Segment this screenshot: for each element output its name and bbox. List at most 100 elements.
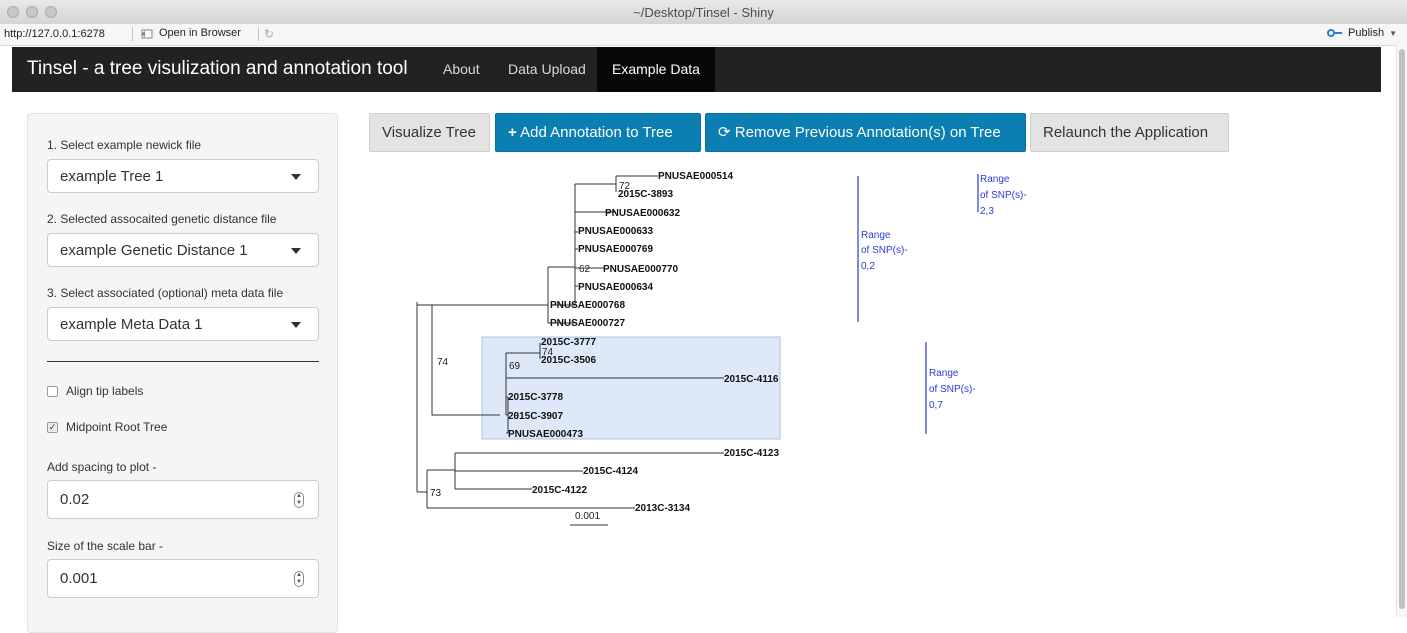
bootstrap-value: 23 (508, 411, 520, 422)
tip-label: 2015C-3893 (618, 189, 673, 200)
bootstrap-value: 62 (579, 264, 591, 275)
annotation-label: 0,7 (929, 400, 943, 411)
clade-highlight (481, 336, 781, 440)
close-window-button[interactable] (7, 6, 19, 18)
tip-label: PNUSAE000632 (605, 208, 680, 219)
add-annotation-label: Add Annotation to Tree (520, 124, 673, 141)
annotation-label: of SNP(s)- (980, 190, 1027, 201)
tip-label: PNUSAE000770 (603, 264, 678, 275)
bootstrap-value: 74 (437, 357, 449, 368)
open-in-browser-button[interactable]: Open in Browser (140, 27, 241, 39)
scale-bar-input[interactable]: 0.001 ▲▼ (47, 559, 319, 598)
scale-bar-label: 0.001 (575, 511, 600, 522)
toolbar-divider (258, 27, 259, 41)
tip-label: 2013C-3134 (635, 503, 690, 514)
scale-bar-label: Size of the scale bar - (47, 539, 164, 553)
chevron-down-icon: ▼ (1389, 28, 1397, 38)
align-tip-labels-checkbox[interactable]: Align tip labels (47, 384, 143, 398)
annotation-label: Range (980, 174, 1010, 185)
meta-data-value: example Meta Data 1 (60, 316, 203, 333)
annotation-label: Range (861, 230, 891, 241)
app-brand[interactable]: Tinsel - a tree visulization and annotat… (27, 58, 408, 79)
bootstrap-value: 69 (509, 361, 521, 372)
bootstrap-value: 73 (430, 488, 442, 499)
tree-plot: PNUSAE000514 2015C-3893 PNUSAE000632 PNU… (380, 162, 1100, 534)
tip-label: PNUSAE000633 (578, 226, 653, 237)
sidebar-panel: 1. Select example newick file example Tr… (27, 113, 338, 633)
remove-annotation-button[interactable]: ⟳ Remove Previous Annotation(s) on Tree (705, 113, 1026, 152)
tab-data-upload[interactable]: Data Upload (508, 61, 586, 77)
page-scrollbar[interactable] (1396, 45, 1407, 617)
visualize-tree-button[interactable]: Visualize Tree (369, 113, 490, 152)
minimize-window-button[interactable] (26, 6, 38, 18)
tip-label: PNUSAE000727 (550, 318, 625, 329)
tree-branches (416, 175, 724, 526)
viewer-toolbar: http://127.0.0.1:6278 Open in Browser ↻ … (0, 24, 1407, 46)
checkmark-icon[interactable]: ✓ (47, 421, 58, 433)
tip-label: 2015C-3506 (541, 355, 596, 366)
tip-label: 2015C-4116 (724, 374, 779, 385)
annotation-label: of SNP(s)- (861, 245, 908, 256)
stepper-icon[interactable]: ▲▼ (294, 571, 304, 587)
newick-file-select[interactable]: example Tree 1 (47, 159, 319, 193)
annotation-bars (857, 174, 979, 434)
tip-label: PNUSAE000473 (508, 429, 583, 440)
annotation-label: Range (929, 368, 959, 379)
sidebar-divider (47, 361, 319, 362)
publish-icon (1327, 29, 1342, 37)
genetic-distance-label: 2. Selected assocaited genetic distance … (47, 212, 277, 226)
newick-file-label: 1. Select example newick file (47, 138, 202, 152)
annotation-labels: Range of SNP(s)- 2,3 Range of SNP(s)- 0,… (861, 174, 1027, 411)
publish-button[interactable]: Publish ▼ (1327, 27, 1397, 39)
toolbar-divider (132, 27, 133, 41)
relaunch-label: Relaunch the Application (1043, 124, 1209, 141)
newick-file-value: example Tree 1 (60, 168, 164, 185)
tip-label: 2015C-3907 (508, 411, 563, 422)
scrollbar-thumb[interactable] (1399, 49, 1405, 609)
tree-svg: PNUSAE000514 2015C-3893 PNUSAE000632 PNU… (416, 171, 1027, 526)
stepper-icon[interactable]: ▲▼ (294, 492, 304, 508)
refresh-icon[interactable]: ↻ (264, 27, 275, 41)
spacing-value: 0.02 (60, 491, 90, 508)
relaunch-button[interactable]: Relaunch the Application (1030, 113, 1229, 152)
tip-label: 2015C-4122 (532, 485, 587, 496)
midpoint-root-checkbox[interactable]: ✓ Midpoint Root Tree (47, 420, 167, 434)
open-in-browser-label: Open in Browser (159, 27, 241, 39)
align-tip-labels-label: Align tip labels (66, 384, 144, 398)
refresh-icon: ⟳ (718, 124, 731, 141)
navbar: Tinsel - a tree visulization and annotat… (12, 47, 1381, 92)
bootstrap-value: 74 (542, 347, 554, 358)
chevron-down-icon (291, 322, 301, 328)
spacing-input[interactable]: 0.02 ▲▼ (47, 480, 319, 519)
annotation-label: of SNP(s)- (929, 384, 976, 395)
visualize-tree-label: Visualize Tree (382, 124, 476, 141)
bootstrap-labels: 72 62 74 69 74 73 23 0.001 (430, 181, 631, 522)
tab-example-data[interactable]: Example Data (597, 47, 715, 92)
tip-label: 2015C-4124 (583, 466, 638, 477)
meta-data-label: 3. Select associated (optional) meta dat… (47, 286, 284, 300)
tip-label: PNUSAE000769 (578, 244, 653, 255)
plus-icon: + (508, 124, 517, 141)
tip-label: PNUSAE000514 (658, 171, 733, 182)
remove-annotation-label: Remove Previous Annotation(s) on Tree (734, 124, 1001, 141)
add-annotation-button[interactable]: + Add Annotation to Tree (495, 113, 701, 152)
checkbox-icon[interactable] (47, 385, 58, 397)
tab-about[interactable]: About (443, 61, 480, 77)
tip-labels: PNUSAE000514 2015C-3893 PNUSAE000632 PNU… (508, 171, 779, 514)
midpoint-root-label: Midpoint Root Tree (66, 420, 168, 434)
scale-bar-value: 0.001 (60, 570, 98, 587)
tip-label: PNUSAE000634 (578, 282, 653, 293)
annotation-label: 0,2 (861, 261, 875, 272)
open-in-browser-icon (141, 29, 153, 38)
genetic-distance-select[interactable]: example Genetic Distance 1 (47, 233, 319, 267)
meta-data-select[interactable]: example Meta Data 1 (47, 307, 319, 341)
tip-label: 2015C-3777 (541, 337, 596, 348)
url-text: http://127.0.0.1:6278 (4, 28, 105, 40)
chevron-down-icon (291, 248, 301, 254)
zoom-window-button[interactable] (45, 6, 57, 18)
publish-label: Publish (1348, 27, 1385, 39)
window-titlebar: ~/Desktop/Tinsel - Shiny (0, 0, 1407, 25)
tip-label: PNUSAE000768 (550, 300, 625, 311)
chevron-down-icon (291, 174, 301, 180)
bootstrap-value: 72 (619, 181, 631, 192)
